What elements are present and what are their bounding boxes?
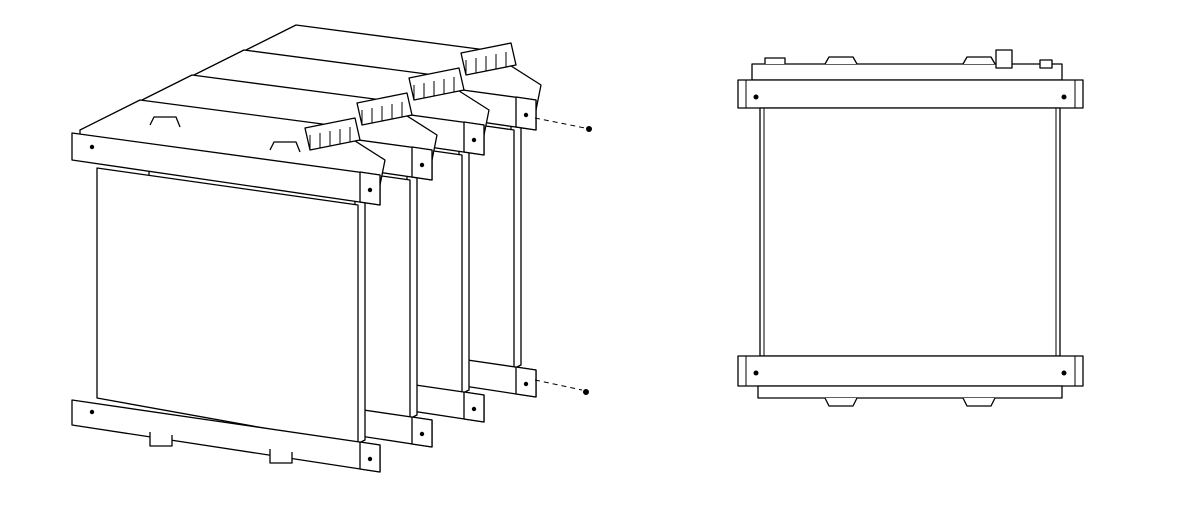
connector-small xyxy=(1039,59,1053,69)
connector-block xyxy=(460,42,517,76)
isometric-assembly-view xyxy=(71,24,592,473)
connector-block xyxy=(356,92,413,126)
connector-block xyxy=(408,67,465,101)
bottom-tabs xyxy=(149,432,293,464)
bottom-mounting-bar xyxy=(737,355,1084,387)
bolt-hole xyxy=(753,94,759,100)
top-lugs xyxy=(764,56,996,65)
bottom-tabs xyxy=(824,397,996,407)
bolt-hole xyxy=(471,406,477,412)
bottom-edge-plate xyxy=(757,385,1063,399)
top-lugs xyxy=(149,116,301,153)
screw-leader-line xyxy=(534,379,583,391)
bolt-hole xyxy=(419,431,425,437)
bolt-hole xyxy=(1061,94,1067,100)
bolt-hole xyxy=(367,456,373,462)
top-edge-plate xyxy=(751,63,1063,81)
bolt-hole xyxy=(89,409,95,415)
connector-block xyxy=(304,117,361,151)
screw xyxy=(583,389,589,395)
screw xyxy=(586,126,592,132)
bolt-hole xyxy=(471,137,477,143)
bolt-hole xyxy=(367,187,373,193)
top-mounting-bar xyxy=(737,79,1084,109)
bolt-hole xyxy=(753,370,759,376)
bolt-hole xyxy=(419,162,425,168)
screw-leader-line xyxy=(534,117,586,129)
bolt-hole xyxy=(1061,370,1067,376)
bolt-hole xyxy=(523,112,529,118)
module-panel xyxy=(96,167,359,446)
bolt-hole xyxy=(89,144,95,150)
front-view xyxy=(737,49,1084,407)
bolt-hole xyxy=(523,381,529,387)
connector xyxy=(995,49,1013,69)
front-panel xyxy=(759,107,1061,357)
